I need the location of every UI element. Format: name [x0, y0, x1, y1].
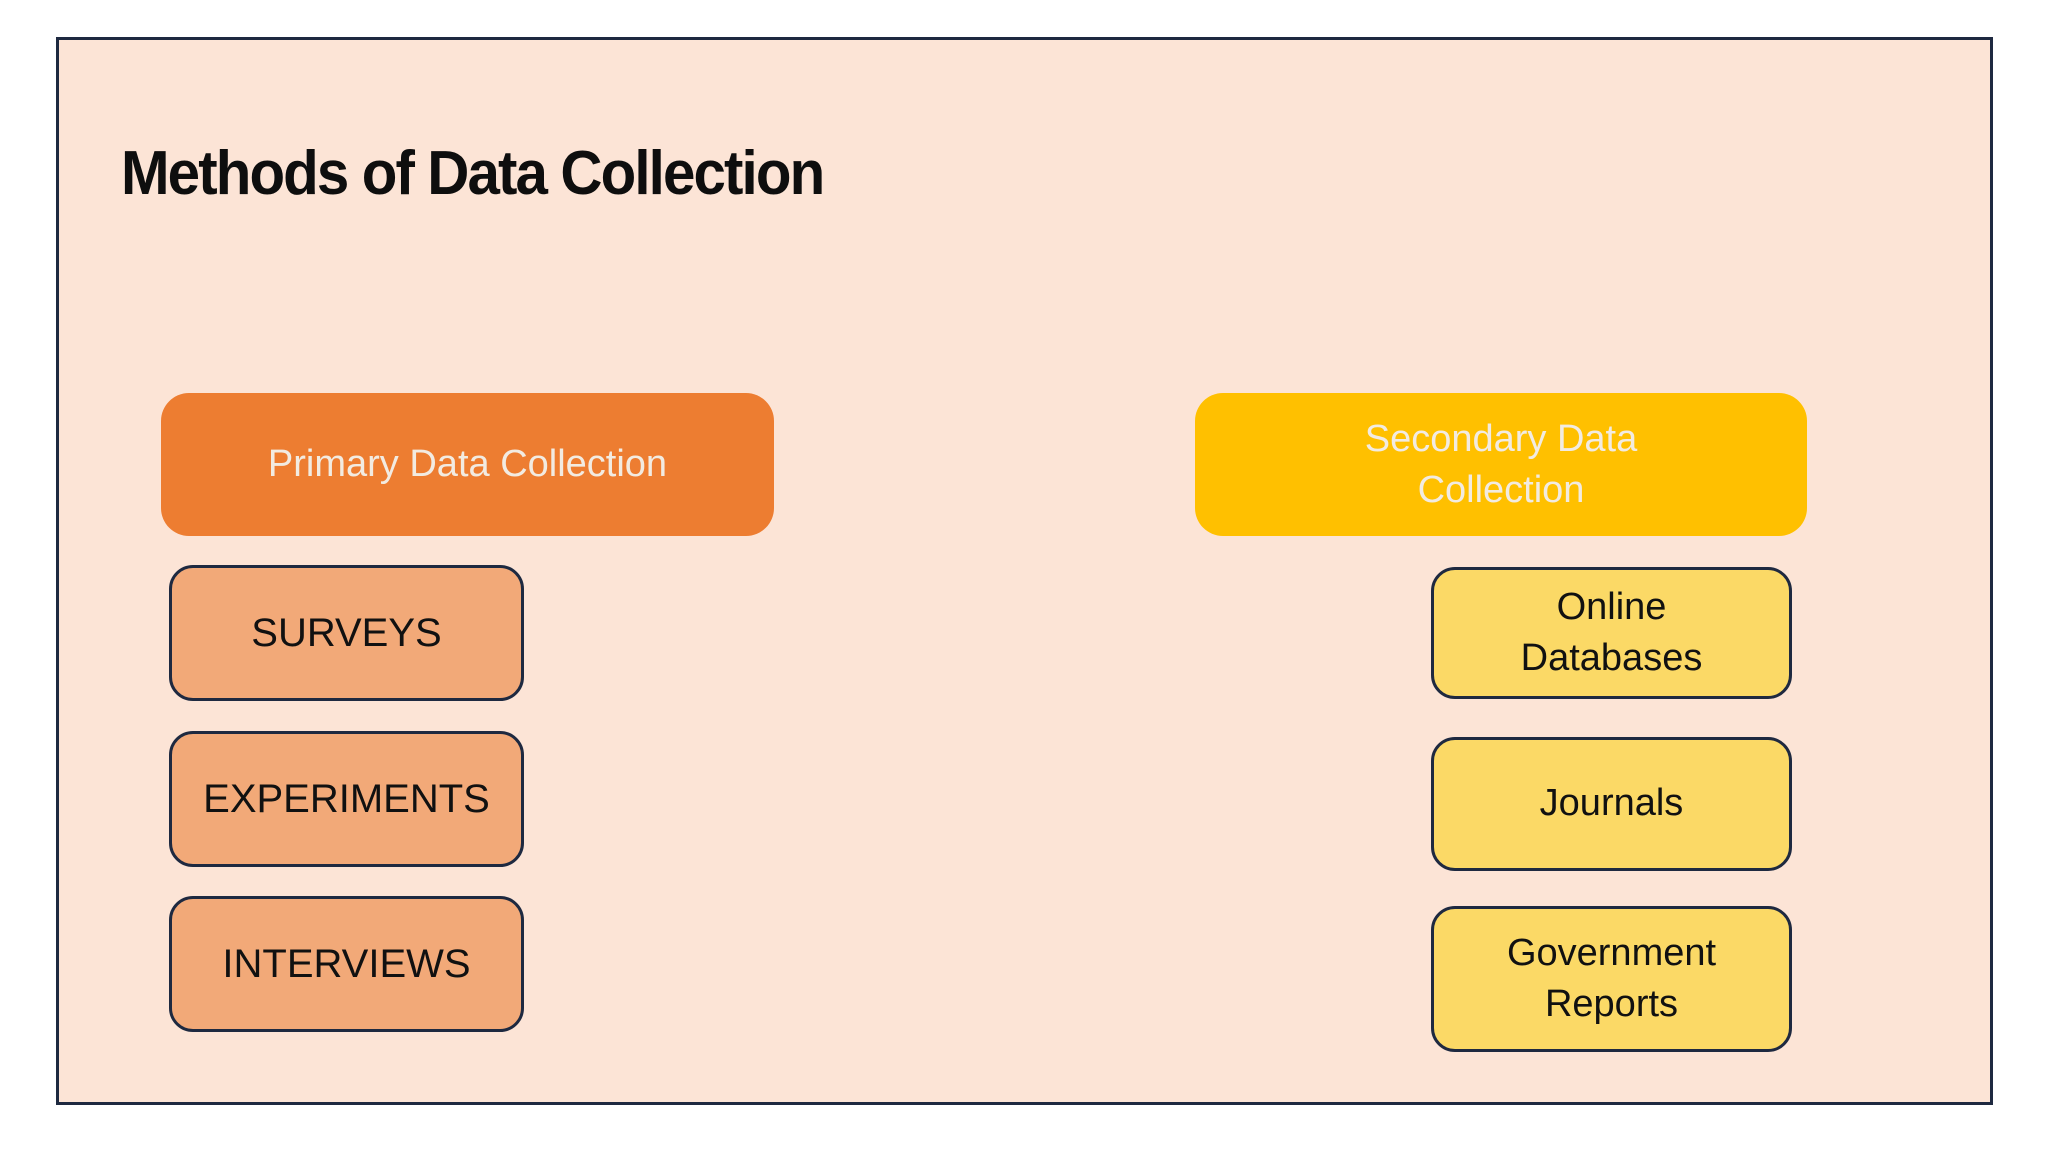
- primary-item-surveys: SURVEYS: [169, 565, 524, 701]
- secondary-item-online-databases: Online Databases: [1431, 567, 1792, 699]
- secondary-item-label: Online Databases: [1520, 585, 1703, 679]
- slide-canvas: Methods of Data Collection Primary Data …: [56, 37, 1993, 1105]
- slide-title: Methods of Data Collection: [121, 139, 825, 208]
- primary-item-label: INTERVIEWS: [222, 942, 471, 986]
- primary-item-interviews: INTERVIEWS: [169, 896, 524, 1032]
- primary-item-label: EXPERIMENTS: [203, 777, 490, 821]
- secondary-item-label: Government Reports: [1506, 931, 1717, 1025]
- primary-item-label: SURVEYS: [251, 611, 442, 655]
- secondary-item-label: Journals: [1539, 782, 1684, 825]
- secondary-header-label: Secondary Data Collection: [1364, 418, 1638, 511]
- secondary-item-journals: Journals: [1431, 737, 1792, 871]
- primary-item-experiments: EXPERIMENTS: [169, 731, 524, 867]
- primary-data-collection-header-box: Primary Data Collection: [161, 393, 774, 536]
- secondary-data-collection-header-box: Secondary Data Collection: [1195, 393, 1807, 536]
- secondary-item-government-reports: Government Reports: [1431, 906, 1792, 1052]
- primary-header-label: Primary Data Collection: [267, 443, 668, 486]
